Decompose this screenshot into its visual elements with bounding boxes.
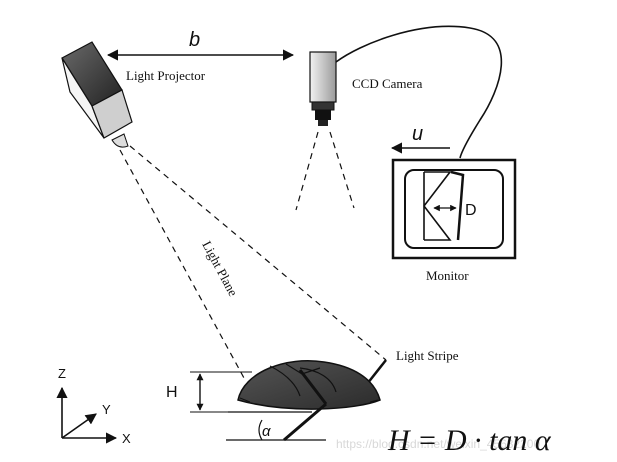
- velocity-label: u: [412, 123, 423, 145]
- coordinate-axes: [56, 386, 118, 444]
- camera-cable: [335, 25, 503, 159]
- equation: H = D · tan α: [387, 424, 552, 457]
- camera-field-of-view: [295, 131, 355, 211]
- angle-label: α: [262, 423, 271, 440]
- camera-label: CCD Camera: [352, 76, 423, 91]
- axis-x-label: X: [122, 431, 131, 446]
- projector-label: Light Projector: [126, 68, 206, 83]
- light-projector: [61, 41, 133, 148]
- axis-z-label: Z: [58, 366, 66, 381]
- ccd-camera: [309, 51, 337, 126]
- axis-y-label: Y: [102, 402, 111, 417]
- light-stripe-label: Light Stripe: [396, 348, 459, 363]
- watermark: https://blog.csdn.net/weixin_45632200: [336, 437, 540, 451]
- baseline-label: b: [189, 29, 200, 51]
- light-plane-label: Light Plane: [199, 238, 241, 298]
- height-dimension: [190, 371, 252, 413]
- light-plane-rays: [119, 145, 387, 379]
- monitor: [391, 158, 517, 260]
- displacement-label: D: [465, 202, 477, 219]
- ground-lines: [226, 402, 327, 442]
- height-label: H: [166, 384, 178, 401]
- monitor-label: Monitor: [426, 268, 469, 283]
- measured-object: [237, 360, 381, 410]
